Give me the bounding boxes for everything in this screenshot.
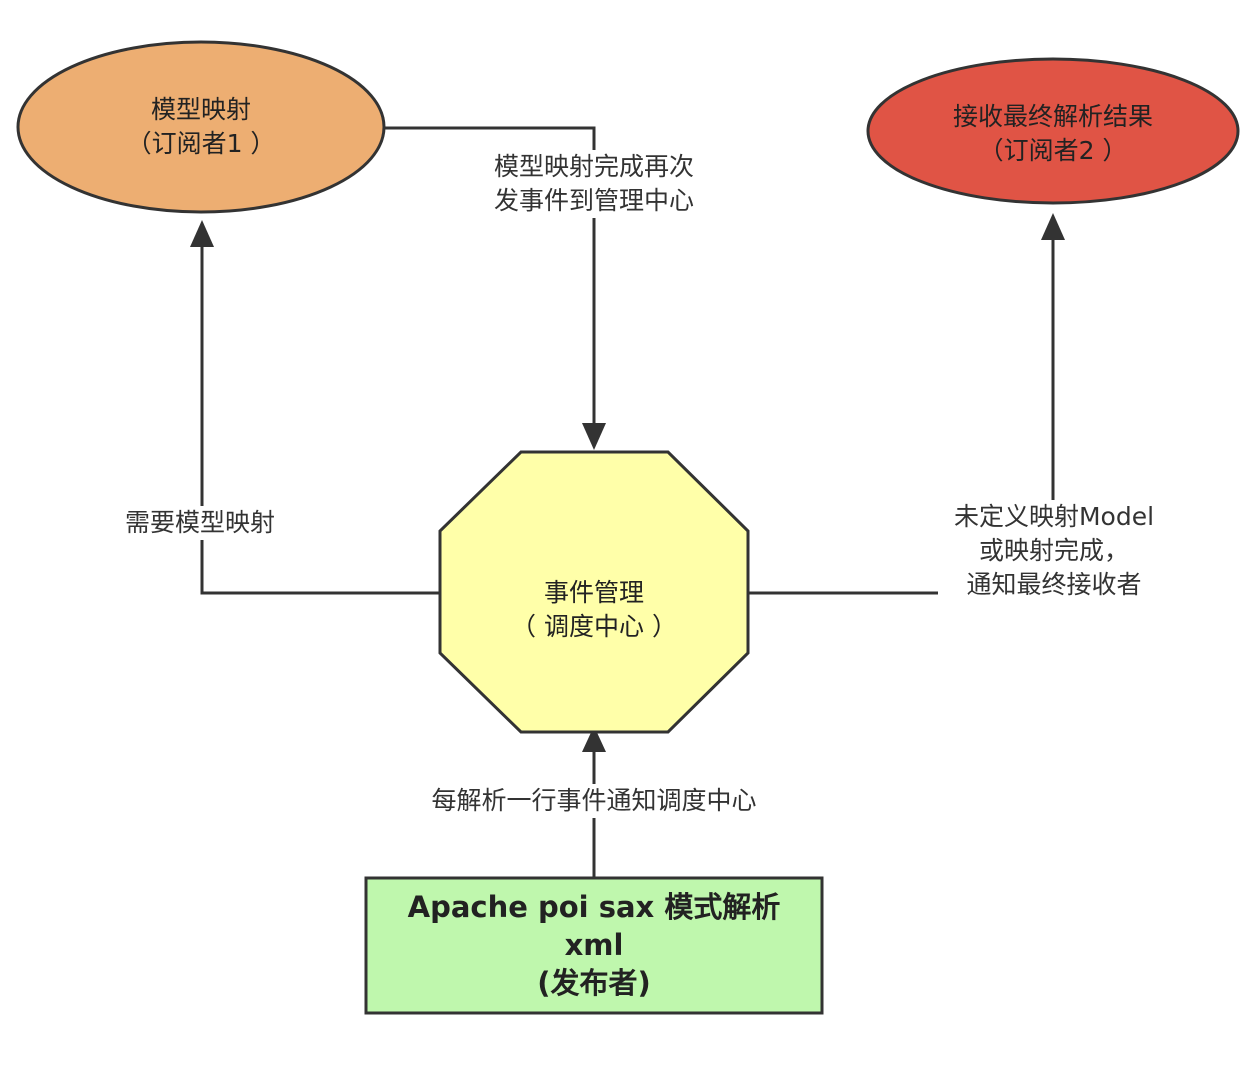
subscriber2-role: （订阅者2 ） bbox=[978, 136, 1128, 165]
hub-octagon bbox=[438, 450, 750, 734]
subscriber2-label: 接收最终解析结果 （订阅者2 ） bbox=[893, 100, 1213, 168]
edge-label-mapping-done-line1: 模型映射完成再次 bbox=[493, 152, 694, 181]
edge-label-mapping-done-line2: 发事件到管理中心 bbox=[493, 186, 694, 215]
edge-label-notify-receiver: 未定义映射Model 或映射完成， 通知最终接收者 bbox=[938, 500, 1170, 602]
subscriber1-ellipse bbox=[16, 40, 386, 214]
arrowhead-hub-bottom bbox=[582, 726, 606, 752]
subscriber2-title: 接收最终解析结果 bbox=[952, 102, 1153, 131]
hub-title: 事件管理 bbox=[543, 578, 644, 607]
publisher-label: Apache poi sax 模式解析 xml (发布者) bbox=[370, 888, 818, 1002]
publisher-role: (发布者) bbox=[537, 966, 651, 1000]
edge-label-notify-receiver-line1: 未定义映射Model bbox=[953, 502, 1155, 531]
arrowhead-subscriber2 bbox=[1041, 213, 1065, 240]
hub-label: 事件管理 （ 调度中心 ） bbox=[454, 576, 734, 644]
arrowhead-hub-top bbox=[582, 423, 606, 450]
publisher-title: Apache poi sax 模式解析 bbox=[407, 890, 781, 924]
hub-role: （ 调度中心 ） bbox=[511, 612, 677, 641]
edge-label-need-mapping: 需要模型映射 bbox=[100, 506, 300, 540]
edge-label-per-row-notify: 每解析一行事件通知调度中心 bbox=[404, 784, 784, 818]
edge-label-notify-receiver-line2: 或映射完成， bbox=[978, 536, 1129, 565]
subscriber1-title: 模型映射 bbox=[150, 95, 251, 124]
edge-subscriber1-to-hub bbox=[385, 126, 596, 436]
edge-label-mapping-done: 模型映射完成再次 发事件到管理中心 bbox=[474, 150, 714, 218]
subscriber1-label: 模型映射 （订阅者1 ） bbox=[61, 93, 341, 161]
publisher-format: xml bbox=[564, 928, 624, 962]
edge-label-notify-receiver-line3: 通知最终接收者 bbox=[966, 570, 1142, 599]
arrowhead-subscriber1 bbox=[190, 220, 214, 247]
publisher-rect bbox=[364, 876, 824, 1015]
subscriber2-ellipse bbox=[866, 57, 1240, 205]
subscriber1-role: （订阅者1 ） bbox=[126, 129, 276, 158]
edge-hub-to-subscriber1 bbox=[200, 232, 440, 595]
